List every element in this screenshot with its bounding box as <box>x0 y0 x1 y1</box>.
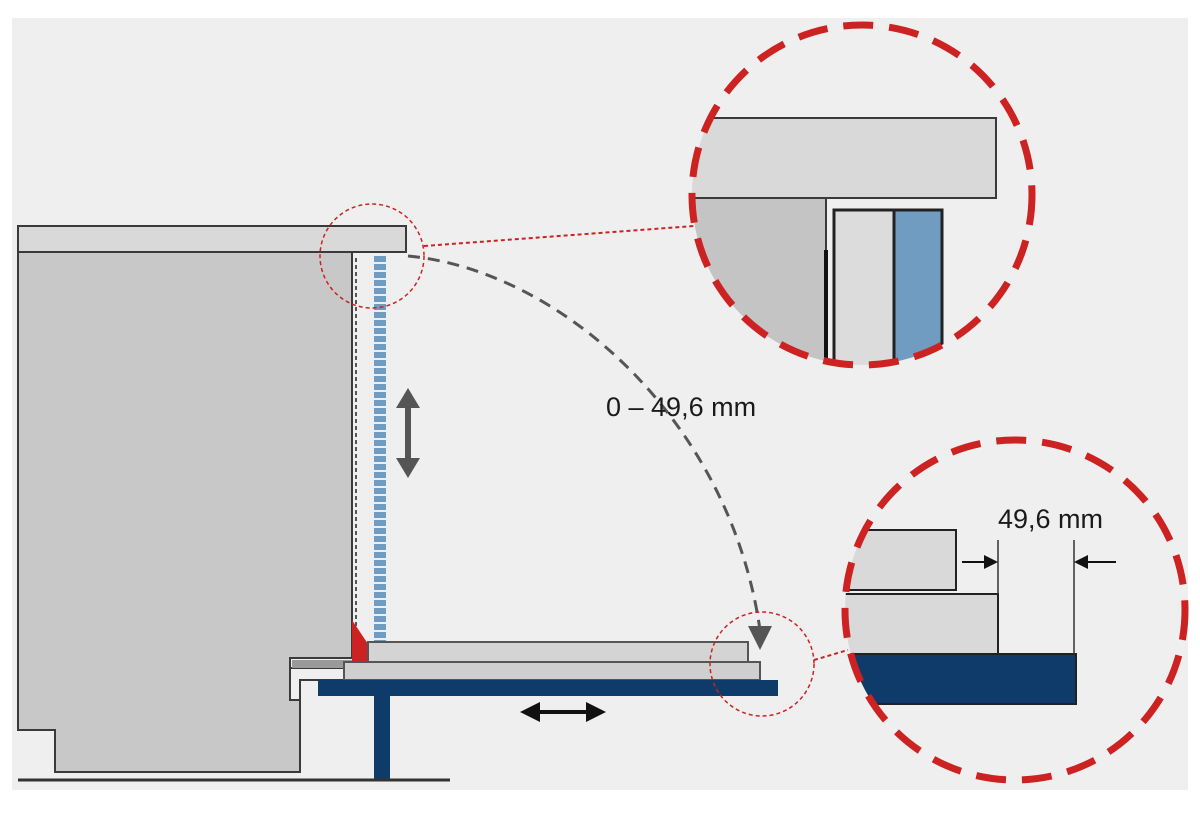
cabinet-plinth-recess <box>292 660 352 668</box>
horizontal-adjust-arrow <box>520 702 606 722</box>
magnified-blue-panel <box>892 208 944 365</box>
magnified-navy-plate <box>845 653 1077 705</box>
navy-base-plate <box>318 680 778 696</box>
range-label: 0 – 49,6 mm <box>606 392 757 422</box>
magnified-circle-bottom <box>841 436 1189 784</box>
connector-bottom <box>813 649 849 661</box>
worktop <box>17 225 407 253</box>
magnified-gray-panel <box>832 208 896 365</box>
curved-arrow-head <box>748 626 772 650</box>
connector-top <box>423 225 695 247</box>
upper-tray <box>367 641 749 663</box>
magnified-lower-step <box>845 593 999 655</box>
vertical-adjust-arrow <box>396 388 420 478</box>
magnified-worktop <box>692 117 997 199</box>
gap-dimension-label: 49,6 mm <box>998 504 1104 534</box>
lower-tray <box>343 661 761 681</box>
detail-circle-top-small <box>319 203 425 309</box>
magnified-circle-top <box>688 21 1036 369</box>
curved-range-arrow <box>407 254 762 631</box>
detail-circle-bottom-small <box>709 611 815 717</box>
magnified-bottom-content <box>845 440 1185 780</box>
navy-leg <box>374 696 390 780</box>
